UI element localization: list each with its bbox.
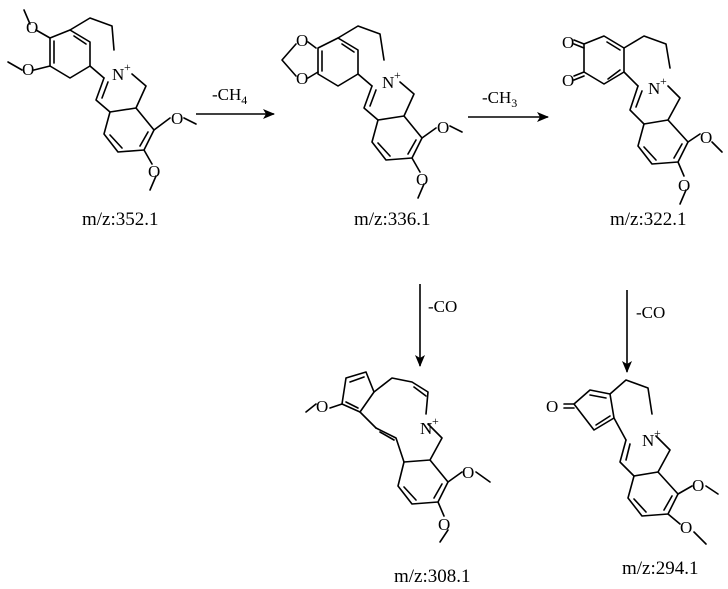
oxygen-atom: O [416,170,428,189]
compound-308-structure: O O O N + [305,371,491,543]
arrow-loss-co-left: -CO [415,284,457,367]
compound-322-structure: O O O O N + [562,33,723,205]
oxygen-atom: O [462,463,474,482]
oxygen-atom: O [678,176,690,195]
mz-label-352: m/z:352.1 [82,209,159,230]
step-label-co: -CO [428,297,457,316]
oxygen-atom: O [692,476,704,495]
positive-charge: + [660,74,667,88]
nitrogen-atom: N [642,431,654,450]
oxygen-atom: O [438,515,450,534]
oxygen-atom: O [171,109,183,128]
step-label-co: -CO [636,303,665,322]
arrow-loss-co-right: -CO [622,290,665,373]
step-label-ch3: -CH3 [482,88,517,110]
nitrogen-atom: N [648,79,660,98]
compound-294-structure: O O O N + [546,379,719,545]
oxygen-atom: O [296,69,308,88]
arrow-loss-ch4: -CH4 [196,85,275,119]
oxygen-atom: O [296,31,308,50]
oxygen-atom: O [316,397,328,416]
oxygen-atom: O [22,60,34,79]
mz-label-322: m/z:322.1 [610,209,687,230]
positive-charge: + [432,414,439,428]
mz-label-336: m/z:336.1 [354,209,431,230]
oxygen-atom: O [680,518,692,537]
oxygen-atom: O [700,128,712,147]
oxygen-atom: O [562,71,574,90]
positive-charge: + [654,426,661,440]
positive-charge: + [394,68,401,82]
compound-336-structure: O O O O N + [281,25,463,199]
oxygen-atom: O [562,33,574,52]
nitrogen-atom: N [112,65,124,84]
arrow-loss-ch3: -CH3 [468,88,549,122]
oxygen-atom: O [148,162,160,181]
nitrogen-atom: N [382,73,394,92]
step-label-ch4: -CH4 [212,85,247,107]
oxygen-atom: O [546,397,558,416]
mz-label-294: m/z:294.1 [622,558,699,579]
mz-label-308: m/z:308.1 [394,566,471,587]
compound-352-structure: O O O O N + [7,9,197,191]
positive-charge: + [124,60,131,74]
oxygen-atom: O [437,118,449,137]
oxygen-atom: O [26,18,38,37]
nitrogen-atom: N [420,419,432,438]
